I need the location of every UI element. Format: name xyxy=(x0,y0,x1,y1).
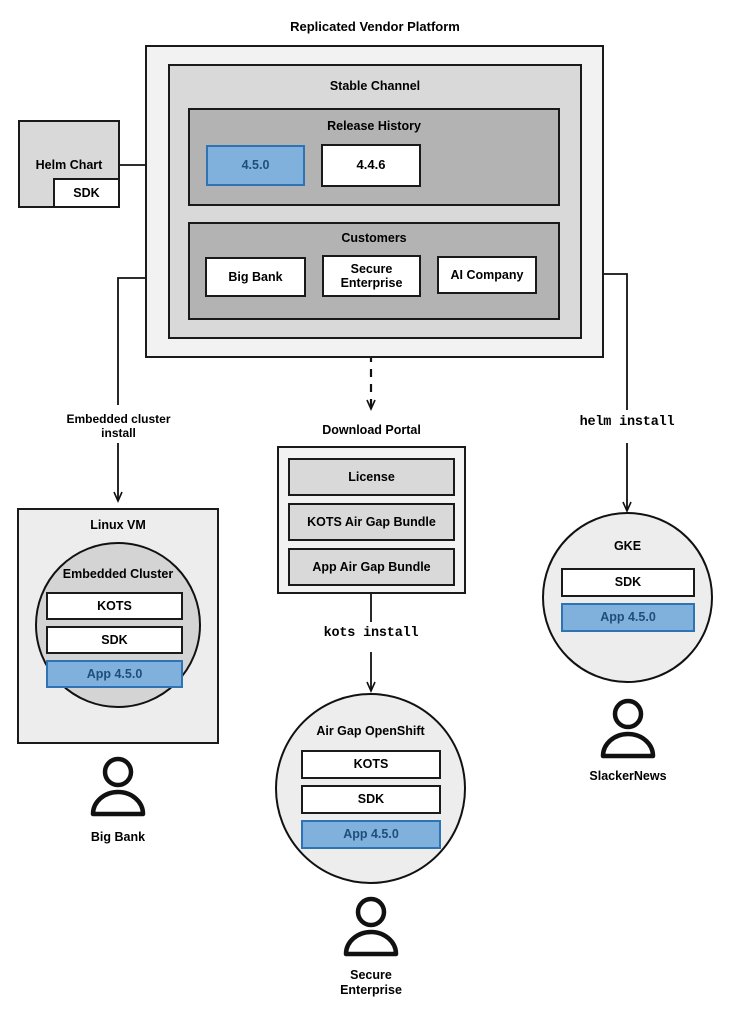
gke-component-app[interactable]: App 4.5.0 xyxy=(561,603,695,632)
customer-secure-enterprise[interactable]: Secure Enterprise xyxy=(322,255,421,297)
slackernews-user-label: SlackerNews xyxy=(589,769,667,783)
customers-label: Customers xyxy=(341,231,407,245)
embedded-cluster-label: Embedded Cluster xyxy=(62,567,174,581)
secure-enterprise-user-label: Secure Enterprise xyxy=(340,968,402,997)
helm-chart-sdk-box[interactable]: SDK xyxy=(53,178,120,208)
linux-vm-component-sdk[interactable]: SDK xyxy=(46,626,183,654)
release-history-label: Release History xyxy=(327,119,421,133)
artifact-license[interactable]: License xyxy=(288,458,455,496)
gke-component-sdk[interactable]: SDK xyxy=(561,568,695,597)
helm-install-label: helm install xyxy=(579,415,675,430)
customer-big-bank[interactable]: Big Bank xyxy=(205,257,306,297)
release-version-4-4-6[interactable]: 4.4.6 xyxy=(321,144,421,187)
kots-install-label: kots install xyxy=(323,626,419,641)
air-gap-component-app[interactable]: App 4.5.0 xyxy=(301,820,441,849)
stable-channel-label: Stable Channel xyxy=(329,79,421,93)
artifact-app-air-gap-bundle[interactable]: App Air Gap Bundle xyxy=(288,548,455,586)
big-bank-user-label: Big Bank xyxy=(90,830,146,844)
air-gap-openshift-label: Air Gap OpenShift xyxy=(316,724,425,738)
artifact-kots-air-gap-bundle[interactable]: KOTS Air Gap Bundle xyxy=(288,503,455,541)
download-portal-label: Download Portal xyxy=(322,423,421,437)
gke-label: GKE xyxy=(613,539,642,553)
linux-vm-component-app[interactable]: App 4.5.0 xyxy=(46,660,183,688)
helm-chart-label: Helm Chart xyxy=(35,158,103,172)
linux-vm-component-kots[interactable]: KOTS xyxy=(46,592,183,620)
air-gap-component-sdk[interactable]: SDK xyxy=(301,785,441,814)
release-version-4-5-0[interactable]: 4.5.0 xyxy=(206,145,305,186)
page-title: Replicated Vendor Platform xyxy=(290,19,460,34)
customer-ai-company[interactable]: AI Company xyxy=(437,256,537,294)
embedded-cluster-install-label: Embedded cluster install xyxy=(66,412,171,441)
slackernews-person-icon xyxy=(600,698,656,759)
secure-enterprise-person-icon xyxy=(343,896,399,957)
linux-vm-label: Linux VM xyxy=(90,518,146,532)
big-bank-person-icon xyxy=(90,756,146,817)
air-gap-component-kots[interactable]: KOTS xyxy=(301,750,441,779)
gke-circle xyxy=(542,512,713,683)
